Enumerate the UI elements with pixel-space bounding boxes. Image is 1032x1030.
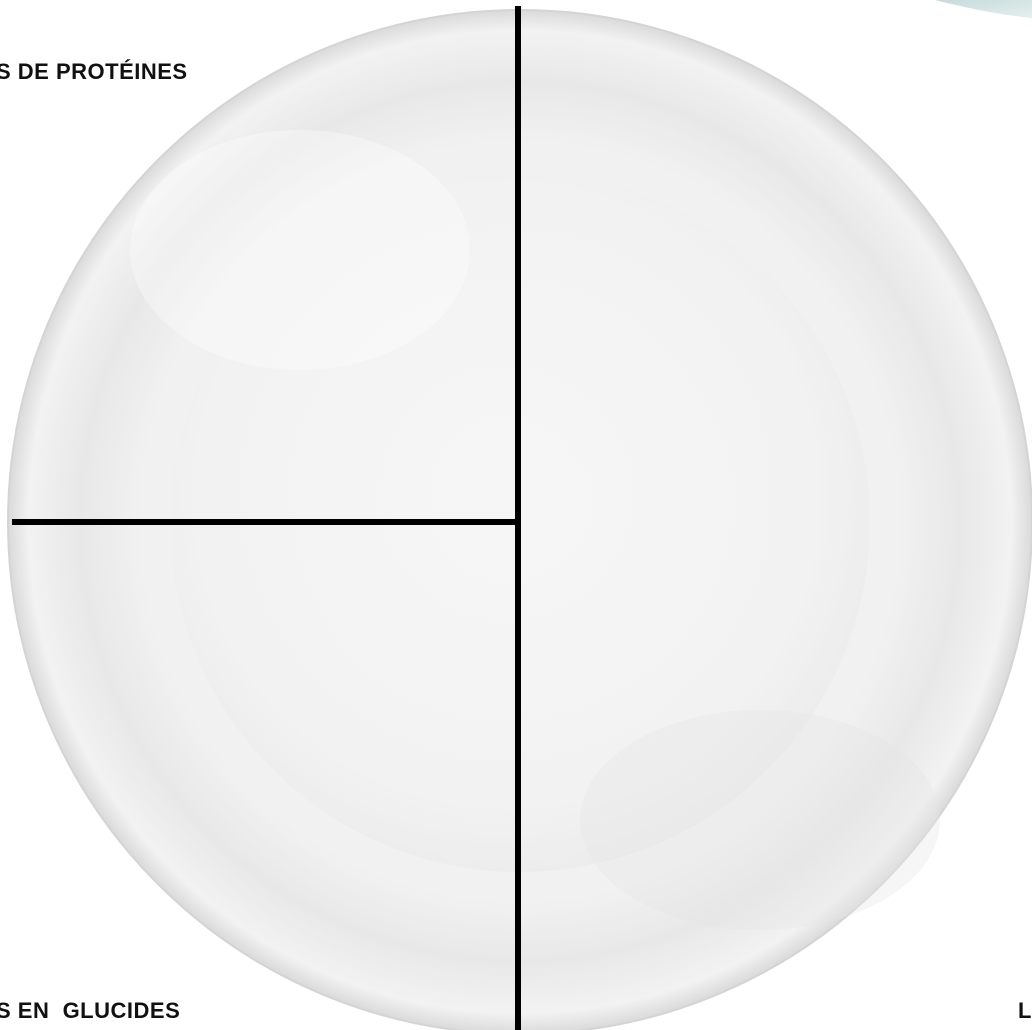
- plate-shadow: [580, 710, 940, 930]
- plate-highlight: [130, 130, 470, 370]
- carbohydrates-label: S EN GLUCIDES: [0, 1000, 180, 1022]
- proteins-label: S DE PROTÉINES: [0, 61, 188, 83]
- corner-tint: [935, 0, 1032, 18]
- vegetables-label: L: [1018, 1000, 1032, 1022]
